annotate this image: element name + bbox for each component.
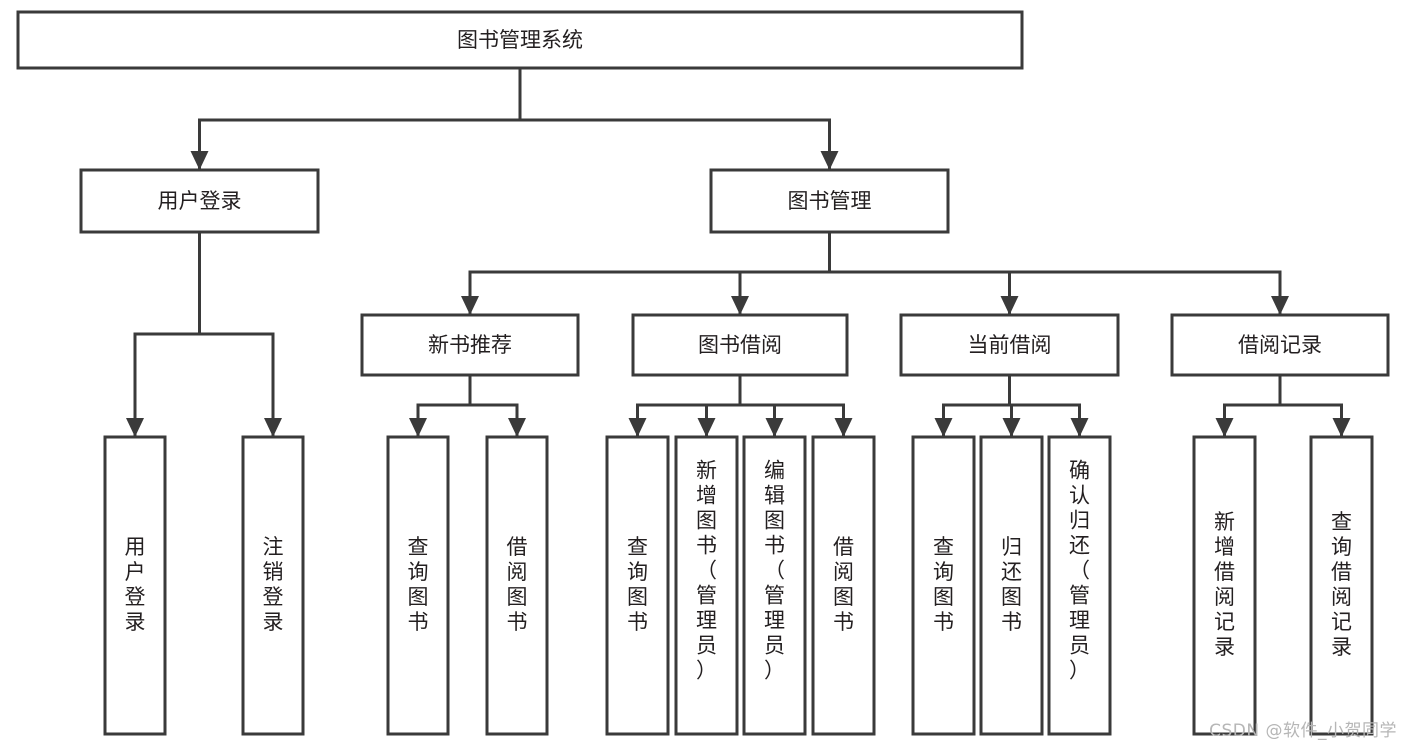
node-level2-0[interactable]: 新书推荐 — [360, 313, 580, 377]
node-leaf-8[interactable]: 查询图书 — [911, 435, 976, 736]
node-label: 借阅图书 — [833, 535, 854, 634]
node-box — [16, 10, 1024, 70]
node-leaf-1[interactable]: 注销登录 — [241, 435, 305, 736]
node-label: 用户登录 — [125, 535, 146, 634]
arrow-head — [264, 418, 282, 437]
node-level2-1[interactable]: 图书借阅 — [631, 313, 849, 377]
node-label: 新书推荐 — [428, 333, 512, 357]
node-box — [911, 435, 976, 736]
arrow-head — [1271, 296, 1289, 315]
node-box — [1047, 435, 1112, 736]
node-leaf-0[interactable]: 用户登录 — [103, 435, 167, 736]
arrow-head — [126, 418, 144, 437]
arrow-head — [1070, 418, 1089, 437]
arrow-head — [820, 151, 839, 170]
node-box — [742, 435, 807, 736]
arrow-head — [190, 151, 209, 170]
connector-group — [461, 230, 1289, 317]
arrow-head — [628, 418, 647, 437]
node-label: 新增图书（管理员） — [696, 459, 717, 683]
arrow-head — [409, 418, 427, 437]
node-label: 当前借阅 — [968, 333, 1052, 357]
node-label: 确认归还（管理员） — [1069, 459, 1090, 683]
node-layer: 图书管理系统用户登录图书管理新书推荐图书借阅当前借阅借阅记录用户登录注销登录查询… — [16, 10, 1390, 736]
node-label: 用户登录 — [158, 189, 242, 213]
connector-group — [934, 373, 1089, 439]
node-box — [811, 435, 876, 736]
arrow-head — [1332, 418, 1351, 437]
connector-layer — [126, 66, 1351, 439]
node-box — [241, 435, 305, 736]
node-label: 查询图书 — [408, 535, 429, 634]
node-box — [631, 313, 849, 377]
node-box — [485, 435, 549, 736]
node-box — [360, 313, 580, 377]
node-leaf-11[interactable]: 新增借阅记录 — [1192, 435, 1257, 736]
node-label: 图书管理系统 — [457, 28, 583, 52]
node-level2-2[interactable]: 当前借阅 — [899, 313, 1120, 377]
arrow-head — [1215, 418, 1234, 437]
node-leaf-5[interactable]: 新增图书（管理员） — [674, 435, 739, 736]
node-root-0[interactable]: 图书管理系统 — [16, 10, 1024, 70]
node-leaf-3[interactable]: 借阅图书 — [485, 435, 549, 736]
node-leaf-7[interactable]: 借阅图书 — [811, 435, 876, 736]
node-level1-0[interactable]: 用户登录 — [79, 168, 320, 234]
arrow-head — [461, 296, 479, 315]
node-leaf-9[interactable]: 归还图书 — [979, 435, 1044, 736]
connector-group — [628, 373, 853, 439]
connector-group — [1215, 373, 1351, 439]
arrow-head — [834, 418, 853, 437]
node-label: 图书借阅 — [698, 333, 782, 357]
node-box — [605, 435, 670, 736]
arrow-head — [697, 418, 716, 437]
node-label: 图书管理 — [788, 189, 872, 213]
node-box — [1170, 313, 1390, 377]
node-label: 注销登录 — [263, 535, 284, 634]
node-label: 借阅记录 — [1238, 333, 1322, 357]
node-leaf-6[interactable]: 编辑图书（管理员） — [742, 435, 807, 736]
node-label: 查询借阅记录 — [1331, 510, 1352, 659]
node-box — [1309, 435, 1374, 736]
node-box — [79, 168, 320, 234]
node-leaf-2[interactable]: 查询图书 — [386, 435, 450, 736]
arrow-head — [765, 418, 784, 437]
node-box — [1192, 435, 1257, 736]
node-leaf-12[interactable]: 查询借阅记录 — [1309, 435, 1374, 736]
node-box — [386, 435, 450, 736]
node-level1-1[interactable]: 图书管理 — [709, 168, 950, 234]
arrow-head — [731, 296, 749, 315]
node-label: 新增借阅记录 — [1214, 510, 1235, 659]
node-box — [709, 168, 950, 234]
node-label: 归还图书 — [1001, 535, 1022, 634]
node-label: 编辑图书（管理员） — [764, 459, 785, 683]
node-box — [899, 313, 1120, 377]
connector-group — [126, 230, 282, 439]
node-leaf-10[interactable]: 确认归还（管理员） — [1047, 435, 1112, 736]
node-label: 借阅图书 — [507, 535, 528, 634]
connector-group — [190, 66, 839, 172]
node-leaf-4[interactable]: 查询图书 — [605, 435, 670, 736]
node-label: 查询图书 — [933, 535, 954, 634]
arrow-head — [934, 418, 953, 437]
arrow-head — [1000, 296, 1019, 315]
connector-group — [409, 373, 526, 439]
node-box — [674, 435, 739, 736]
arrow-head — [508, 418, 526, 437]
node-box — [103, 435, 167, 736]
node-label: 查询图书 — [627, 535, 648, 634]
arrow-head — [1002, 418, 1021, 437]
node-level2-3[interactable]: 借阅记录 — [1170, 313, 1390, 377]
node-box — [979, 435, 1044, 736]
